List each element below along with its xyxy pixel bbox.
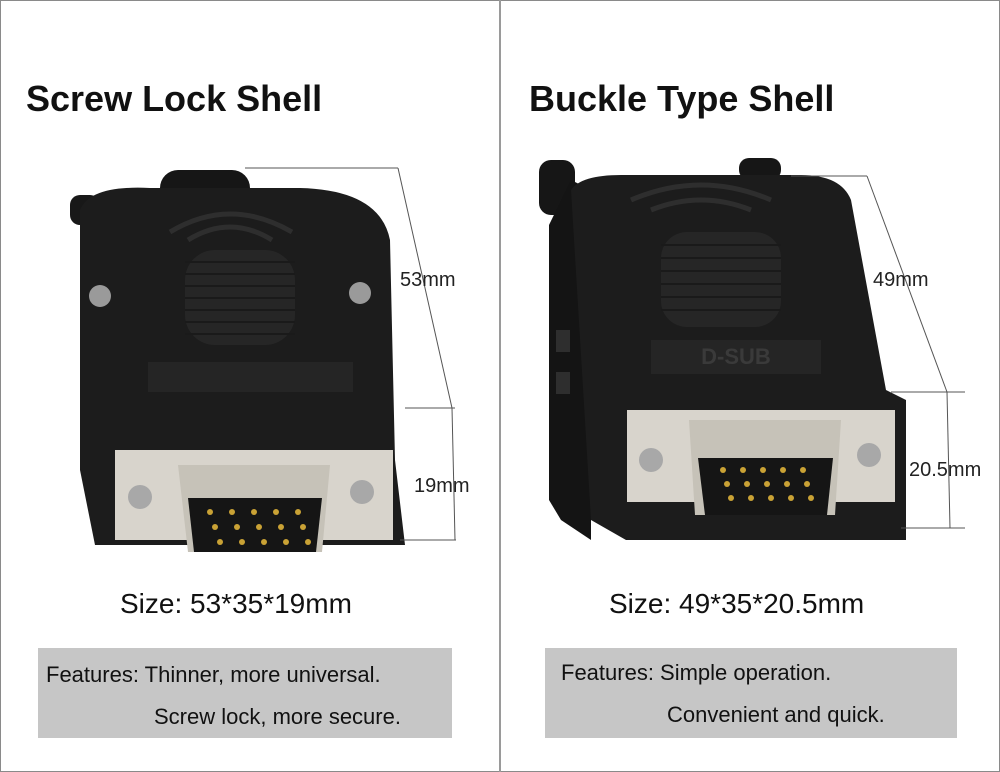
panel-title: Buckle Type Shell — [529, 78, 835, 119]
label-plate — [651, 340, 821, 374]
features-line-1: Features: Simple operation. — [561, 660, 832, 685]
arc-emboss — [630, 182, 772, 203]
jack-screw-left — [639, 448, 663, 472]
jack-screw-left — [128, 485, 152, 509]
left-screw — [89, 285, 111, 307]
screw-lock-connector-photo: 53mm 19mm — [70, 167, 470, 552]
size-label: Size: 49*35*20.5mm — [609, 588, 865, 619]
pins — [720, 467, 814, 501]
grip-texture — [661, 232, 781, 327]
features-line-2: Convenient and quick. — [667, 702, 885, 727]
panel-title: Screw Lock Shell — [26, 78, 323, 119]
height-dimension-label: 53mm — [400, 269, 456, 291]
depth-dimension-label: 20.5mm — [909, 459, 981, 481]
features-box: Features: Simple operation. Convenient a… — [545, 648, 957, 738]
height-dimension-label: 49mm — [873, 269, 929, 291]
dimension-lines — [245, 167, 456, 541]
features-box: Features: Thinner, more universal. Screw… — [38, 648, 452, 738]
buckle-type-panel: D-SUB 49mm 20.5mm Buckle Type Shell Size… — [501, 0, 1000, 772]
jack-screw-right — [350, 480, 374, 504]
features-line-2: Screw lock, more secure. — [154, 704, 401, 729]
features-line-1: Features: Thinner, more universal. — [46, 662, 381, 687]
depth-dimension-label: 19mm — [414, 475, 470, 497]
jack-screw-right — [857, 443, 881, 467]
panel-divider — [499, 0, 501, 772]
buckle-type-connector-photo: D-SUB 49mm 20.5mm — [539, 158, 981, 540]
pin-insert — [188, 498, 322, 552]
latch-right — [739, 158, 781, 180]
pins — [207, 509, 311, 545]
right-screw — [349, 282, 371, 304]
dimension-lines — [791, 175, 965, 529]
label-plate — [148, 362, 353, 392]
arc-emboss — [168, 211, 294, 235]
side-slot — [556, 330, 570, 352]
screw-lock-panel: 53mm 19mm Screw Lock Shell Size: 53*35*1… — [0, 0, 499, 772]
embossed-label: D-SUB — [701, 344, 771, 369]
size-label: Size: 53*35*19mm — [120, 588, 352, 619]
